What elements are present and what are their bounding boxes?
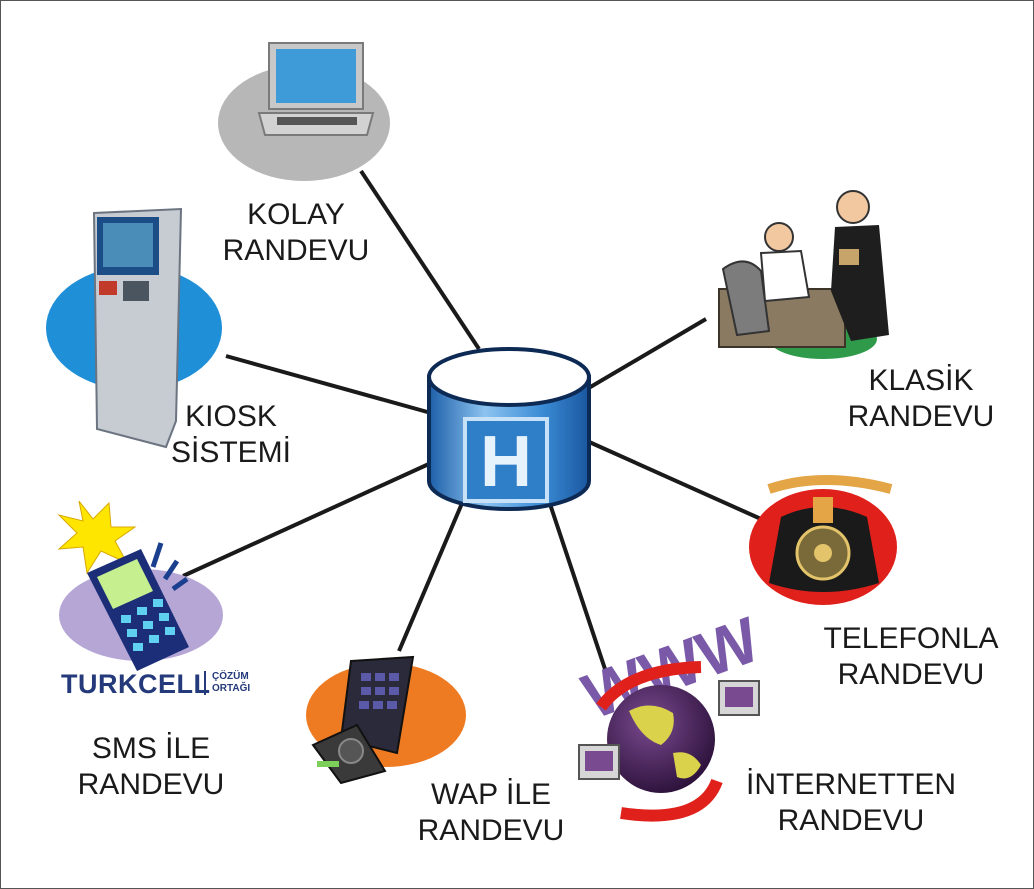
mobile-phone-icon: [57, 500, 223, 671]
label-klasik: KLASİK RANDEVU: [847, 364, 995, 433]
hospital-letter: H: [480, 422, 532, 502]
partner-label: ÇÖZÜM ORTAĞI: [204, 671, 250, 695]
office-meeting-icon: [718, 190, 889, 359]
label-wap: WAP İLE RANDEVU: [417, 778, 565, 847]
antique-telephone-icon: [749, 475, 897, 605]
link-kolay: [359, 169, 481, 351]
label-internet: İNTERNETTEN RANDEVU: [746, 768, 956, 837]
laptop-icon: [218, 42, 390, 181]
turkcell-logo: TURKCELL: [61, 669, 211, 699]
link-wap: [397, 500, 465, 652]
connection-lines: [182, 169, 762, 670]
wap-phone-icon: [306, 655, 466, 785]
link-klasik: [585, 317, 708, 391]
label-kiosk: KIOSK SİSTEMİ: [170, 400, 291, 469]
label-telefon: TELEFONLA RANDEVU: [823, 622, 999, 691]
link-telefon: [586, 439, 762, 521]
kiosk-icon: [46, 207, 222, 449]
link-kiosk: [225, 354, 432, 415]
link-internet: [547, 500, 607, 670]
label-sms: SMS İLE RANDEVU: [77, 732, 225, 801]
link-sms: [182, 461, 432, 578]
hospital-database-icon: H: [427, 347, 591, 511]
label-kolay: KOLAY RANDEVU: [222, 198, 370, 267]
